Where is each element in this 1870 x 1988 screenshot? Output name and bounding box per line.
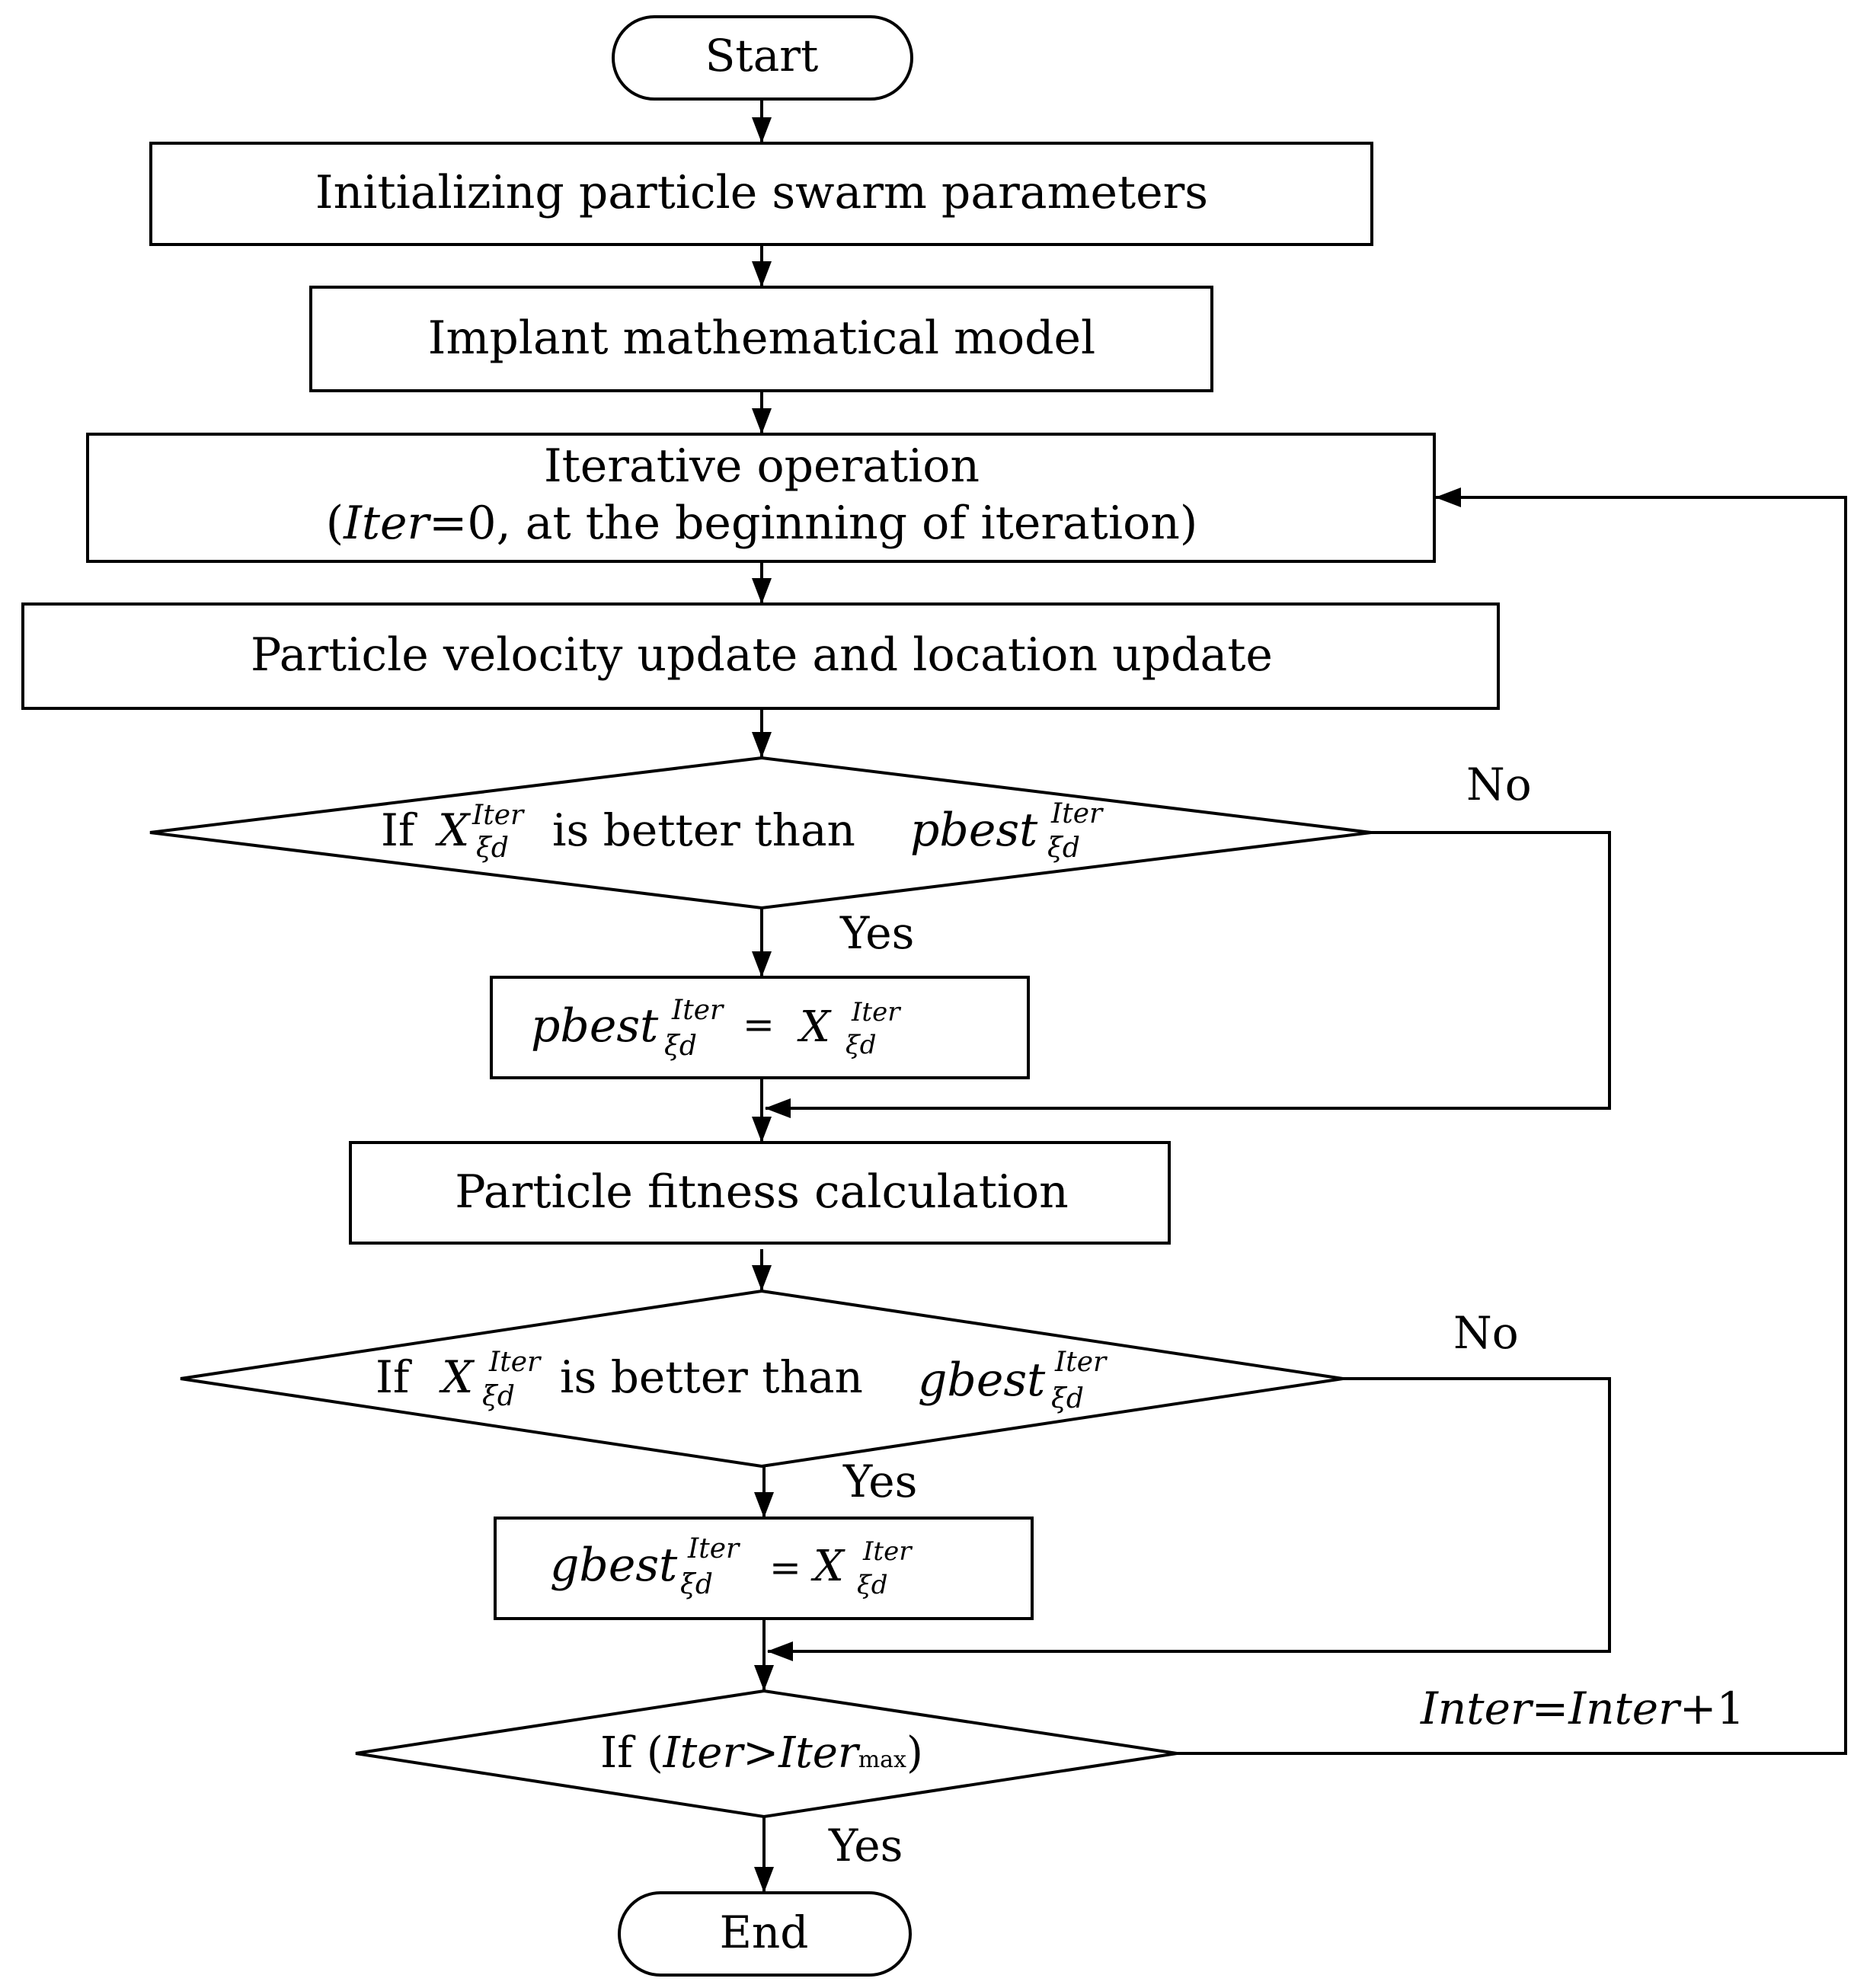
decision-iter-text: If (Iter>Itermax) (600, 1728, 923, 1778)
svg-text:ξd: ξd (680, 1569, 713, 1600)
label-no-1: No (1466, 759, 1532, 810)
svg-text:Iter: Iter (862, 1536, 913, 1567)
svg-text:If: If (376, 1351, 412, 1403)
svg-text:ξd: ξd (857, 1570, 888, 1600)
svg-text:=: = (769, 1545, 801, 1590)
no-branch-gbest (767, 1377, 1611, 1661)
svg-text:Iter: Iter (1050, 798, 1104, 829)
fitness-label: Particle fitness calculation (455, 1165, 1069, 1219)
svg-text:pbest: pbest (910, 804, 1038, 857)
iterative-box (86, 433, 1436, 563)
svg-text:Iter: Iter (1054, 1347, 1108, 1378)
start-label: Start (705, 30, 819, 82)
svg-text:=: = (743, 1002, 775, 1047)
model-label: Implant mathematical model (428, 312, 1095, 365)
svg-text:gbest: gbest (550, 1539, 678, 1592)
svg-text:is better than: is better than (560, 1351, 863, 1403)
loop-back-arrow (1177, 487, 1847, 1755)
svg-text:X: X (797, 1002, 832, 1052)
decision-gbest-text: If X Iter ξd is better than gbest Iter ξ… (376, 1347, 1108, 1414)
svg-text:Iter: Iter (687, 1533, 740, 1565)
svg-text:Iter: Iter (488, 1347, 542, 1378)
fitness-box (349, 1141, 1171, 1245)
svg-text:ξd: ξd (476, 833, 509, 864)
model-box (309, 286, 1213, 392)
svg-text:ξd: ξd (845, 1030, 877, 1060)
init-label: Initializing particle swarm parameters (315, 166, 1208, 219)
svg-text:X: X (810, 1542, 845, 1591)
end-terminal (618, 1891, 912, 1977)
end-label: End (720, 1906, 809, 1958)
svg-text:ξd: ξd (482, 1381, 515, 1412)
svg-text:Iter: Iter (851, 997, 901, 1028)
label-yes-2: Yes (842, 1456, 917, 1507)
assign-pbest-text: pbest Iter ξd = X Iter ξd (531, 995, 901, 1062)
assign-gbest-box (494, 1517, 1034, 1620)
svg-text:is better than: is better than (552, 804, 855, 856)
svg-text:If: If (381, 804, 417, 856)
svg-text:gbest: gbest (918, 1354, 1046, 1407)
decision-pbest-text: If X Iter ξd is better than pbest Iter ξ… (381, 798, 1104, 864)
svg-text:Iter: Iter (471, 800, 525, 831)
svg-text:X: X (439, 1351, 475, 1403)
label-no-2: No (1453, 1307, 1519, 1359)
svg-text:ξd: ξd (1047, 833, 1080, 864)
no-branch-pbest (765, 831, 1611, 1118)
label-yes-1: Yes (839, 907, 914, 959)
svg-text:Iter: Iter (671, 995, 724, 1026)
label-loop: Inter=Inter+1 (1420, 1683, 1744, 1734)
svg-text:pbest: pbest (531, 999, 659, 1053)
iterative-line2: (Iter=0, at the beginning of iteration) (326, 497, 1198, 550)
label-yes-3: Yes (828, 1820, 903, 1871)
assign-gbest-text: gbest Iter ξd = X Iter ξd (550, 1533, 913, 1600)
svg-text:X: X (435, 804, 471, 856)
init-box (149, 142, 1373, 246)
svg-text:ξd: ξd (1051, 1383, 1084, 1414)
iterative-line1: Iterative operation (544, 439, 980, 493)
svg-text:ξd: ξd (664, 1031, 697, 1062)
velocity-label: Particle velocity update and location up… (251, 628, 1273, 682)
decision-gbest-diamond (180, 1289, 1344, 1469)
assign-pbest-box (490, 976, 1030, 1079)
